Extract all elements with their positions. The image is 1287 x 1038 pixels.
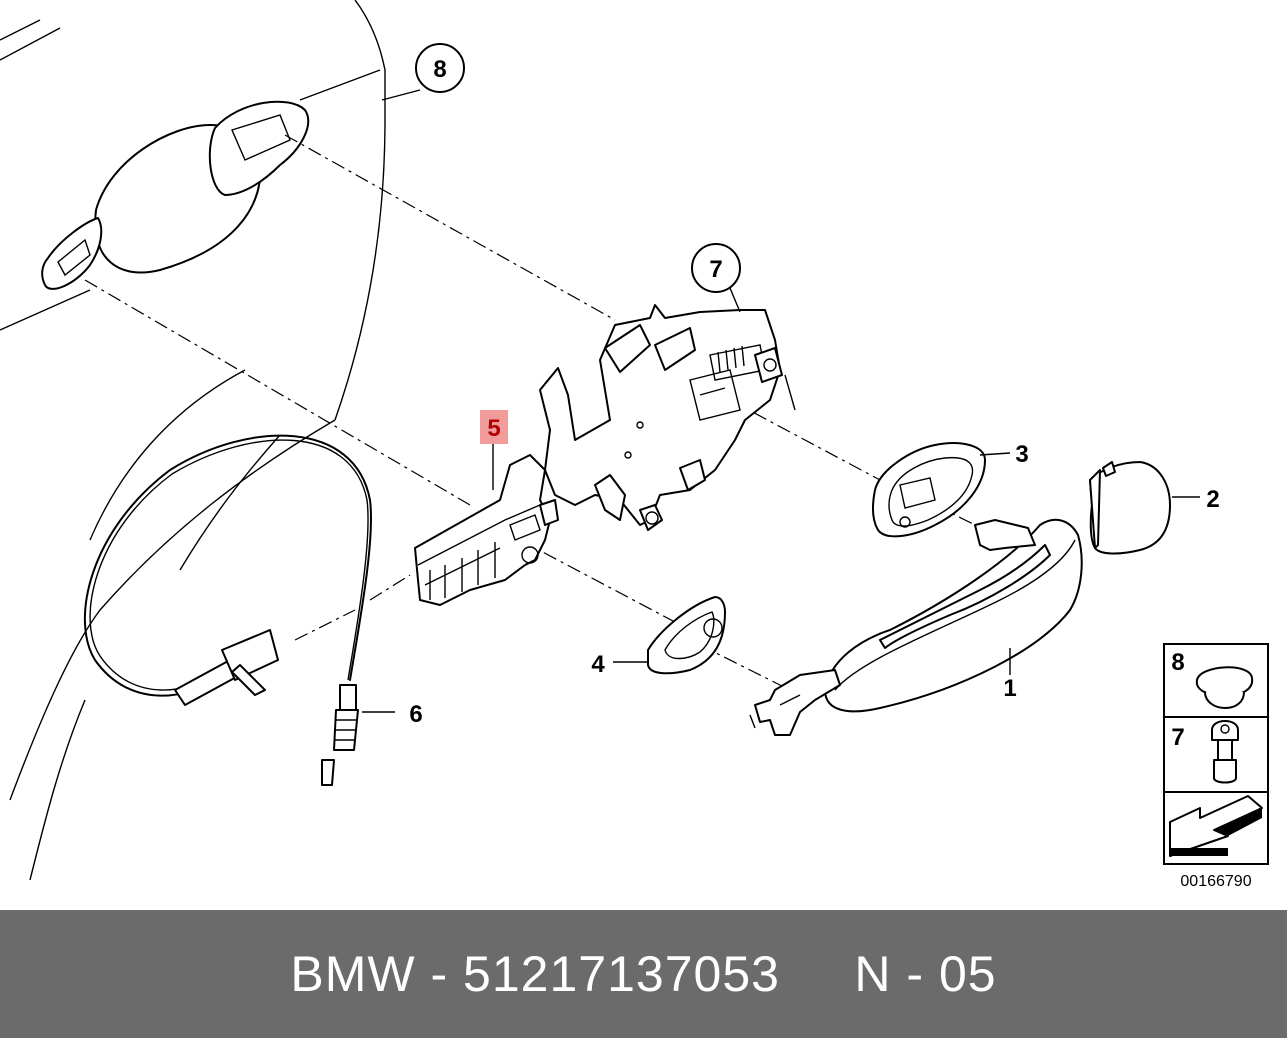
callout-8-label: 8 xyxy=(433,56,446,83)
leader-lines xyxy=(362,89,1200,713)
carrier-module xyxy=(414,454,559,606)
footer-part-number: 51217137053 xyxy=(463,946,780,1002)
callout-4-label: 4 xyxy=(591,651,605,678)
bowden-cable xyxy=(83,434,372,786)
legend-label-top: 8 xyxy=(1171,649,1184,676)
footer-gap xyxy=(780,946,854,1002)
arrow-icon xyxy=(1169,795,1263,857)
cover-plate xyxy=(647,596,726,675)
callout-5-highlighted[interactable]: 5 xyxy=(480,410,508,444)
callout-7-label: 7 xyxy=(709,256,722,283)
legend-box: 8 7 xyxy=(1163,643,1269,865)
legend-label-mid: 7 xyxy=(1171,724,1184,751)
callout-1-label: 1 xyxy=(1003,675,1016,702)
end-cap xyxy=(1089,461,1171,555)
callout-8: 8 xyxy=(415,43,465,93)
door-panel xyxy=(0,0,386,881)
callout-5-label[interactable]: 5 xyxy=(487,415,500,442)
footer-brand: BMW xyxy=(290,946,416,1002)
screw-icon xyxy=(1211,720,1239,784)
parts-diagram-svg: 8 7 5 3 2 4 6 1 8 7 xyxy=(0,0,1269,890)
callout-6-label: 6 xyxy=(409,701,422,728)
seal-gasket xyxy=(872,442,986,538)
diagram-id: 00166790 xyxy=(1180,873,1251,890)
carrier-bracket xyxy=(539,304,796,531)
plug-icon xyxy=(1195,666,1254,709)
footer-bar: BMW - 51217137053 N - 05 xyxy=(0,910,1287,1038)
footer-separator: - xyxy=(415,946,464,1002)
callout-3-label: 3 xyxy=(1015,441,1028,468)
callout-7: 7 xyxy=(691,243,741,293)
door-handle xyxy=(749,518,1083,736)
footer-part-info: BMW - 51217137053 N - 05 xyxy=(290,945,996,1003)
parts-diagram: 8 7 5 3 2 4 6 1 8 7 xyxy=(0,0,1269,890)
callout-2-label: 2 xyxy=(1206,486,1219,513)
footer-position: N - 05 xyxy=(854,946,997,1002)
handle-recess xyxy=(41,100,310,290)
